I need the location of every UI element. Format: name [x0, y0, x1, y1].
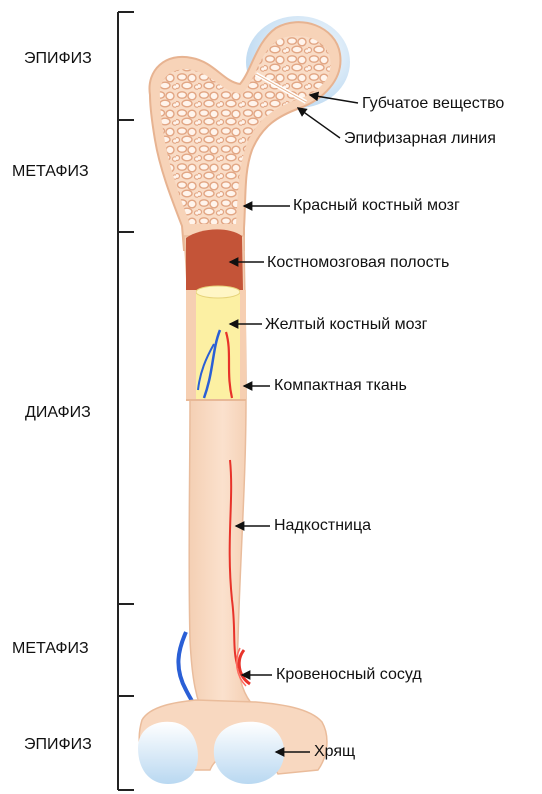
- label-medullary-cavity: Костномозговая полость: [267, 254, 449, 272]
- zone-brackets: [118, 12, 134, 790]
- cartilage-left: [138, 722, 198, 784]
- callout-arrows: [230, 95, 358, 752]
- medullary-cavity: [186, 229, 243, 290]
- zone-top-metaphysis: МЕТАФИЗ: [12, 163, 89, 181]
- zone-bottom-metaphysis: МЕТАФИЗ: [12, 640, 89, 658]
- label-cartilage: Хрящ: [314, 743, 355, 761]
- label-blood-vessel: Кровеносный сосуд: [276, 666, 422, 684]
- label-epiphyseal-line: Эпифизарная линия: [344, 130, 496, 148]
- zone-top-epiphysis: ЭПИФИЗ: [24, 50, 92, 68]
- label-periosteum: Надкостница: [274, 517, 371, 535]
- label-spongy: Губчатое вещество: [362, 95, 504, 113]
- zone-diaphysis: ДИАФИЗ: [25, 404, 91, 422]
- zone-bottom-epiphysis: ЭПИФИЗ: [24, 736, 92, 754]
- label-red-marrow: Красный костный мозг: [293, 197, 460, 215]
- label-yellow-marrow: Желтый костный мозг: [265, 316, 428, 334]
- label-compact-tissue: Компактная ткань: [274, 377, 407, 395]
- cartilage-right: [214, 722, 284, 784]
- yellow-marrow: [196, 292, 240, 400]
